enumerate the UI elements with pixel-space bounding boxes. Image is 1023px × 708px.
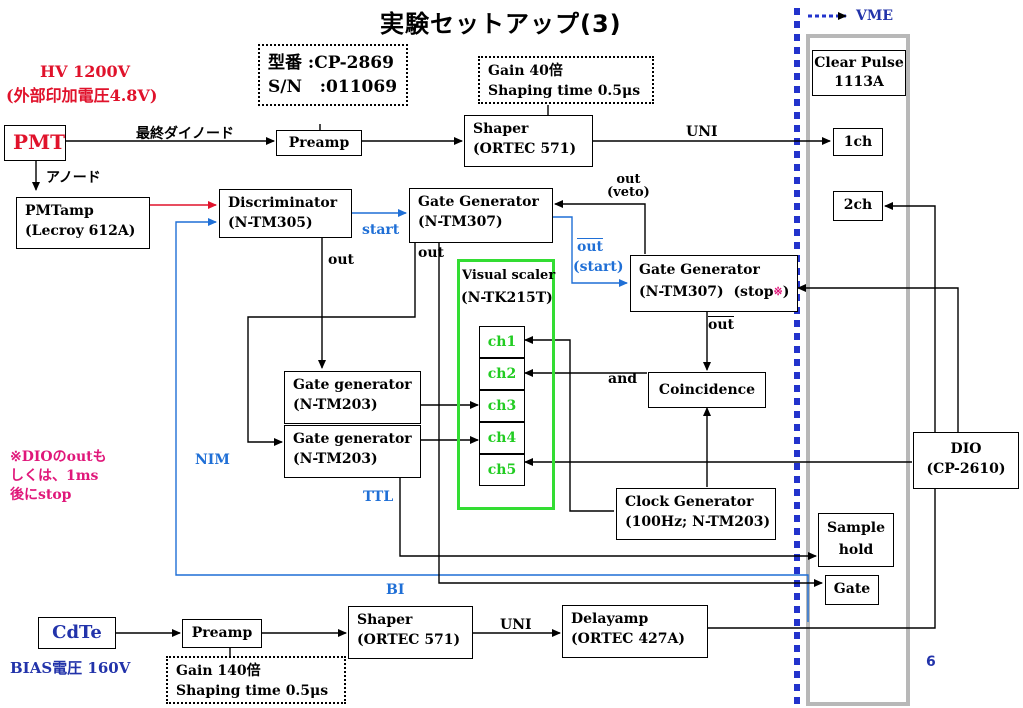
bi-label: BI <box>386 582 405 598</box>
dio-note-line2: しくは、1ms <box>10 468 99 484</box>
uni-bottom-label: UNI <box>500 617 532 633</box>
shaper-gain-note-bottom: Gain 140倍 Shaping time 0.5μs <box>166 656 346 704</box>
anode-label: アノード <box>46 170 101 186</box>
stop-close: ) <box>782 284 790 300</box>
gg203a-model: (N-TM203) <box>293 397 378 413</box>
delayamp-model: (ORTEC 427A) <box>571 631 686 647</box>
clear-pulse-module: Clear Pulse 1113A <box>812 50 906 96</box>
discriminator-box: Discriminator (N-TM305) <box>219 189 352 238</box>
hv-voltage: HV 1200V <box>40 62 131 81</box>
preamp-serial: S/N :011069 <box>268 77 398 97</box>
vme-crate-frame <box>806 34 910 706</box>
gg203b-name: Gate generator <box>293 431 412 447</box>
clock-model: (100Hz; N-TM203) <box>625 514 771 530</box>
scaler-ch2: ch2 <box>479 358 525 390</box>
gate-generator-307-a: Gate Generator (N-TM307) <box>409 188 553 243</box>
dio-stop-note: ※DIOのoutも しくは、1ms 後にstop <box>10 448 107 505</box>
dio-name: DIO <box>950 441 982 457</box>
out-start-label: out (start) <box>573 237 624 277</box>
preamp-top: Preamp <box>276 130 362 156</box>
out-start-line2: (start) <box>573 259 624 275</box>
gate-generator-203-b: Gate generator (N-TM203) <box>284 425 421 478</box>
hv-external: (外部印加電圧4.8V) <box>6 86 158 105</box>
cdte-box: CdTe <box>38 617 116 649</box>
delayamp-name: Delayamp <box>571 611 649 627</box>
pmtamp-name: PMTamp <box>25 203 94 219</box>
pmtamp-box: PMTamp (Lecroy 612A) <box>16 197 150 249</box>
page-title: 実験セットアップ(3) <box>380 10 622 38</box>
clock-name: Clock Generator <box>625 494 754 510</box>
ttl-label: TTL <box>363 489 394 505</box>
gg1-name: Gate Generator <box>418 194 539 210</box>
out-veto-line2: (veto) <box>607 185 650 200</box>
dio-box: DIO (CP-2610) <box>913 432 1019 489</box>
vme-1ch: 1ch <box>833 128 883 156</box>
scaler-ch1: ch1 <box>479 326 525 358</box>
scaler-ch5: ch5 <box>479 454 525 486</box>
shaping-top: Shaping time 0.5μs <box>488 83 641 99</box>
gg1-out-label: out <box>418 245 444 261</box>
shaper-bottom: Shaper (ORTEC 571) <box>348 606 473 659</box>
dio-note-line1: ※DIOのoutも <box>10 449 107 465</box>
gate-generator-203-a: Gate generator (N-TM203) <box>284 371 421 424</box>
stop-label: (stop <box>733 284 774 300</box>
last-dynode-label: 最終ダイノード <box>136 126 234 142</box>
preamp-bottom: Preamp <box>182 619 262 648</box>
dio-note-line3: 後にstop <box>10 487 72 503</box>
gate-module: Gate <box>825 575 879 605</box>
uni-top-label: UNI <box>686 124 718 140</box>
and-label: and <box>608 371 638 387</box>
coincidence-box: Coincidence <box>648 372 766 408</box>
out-veto-label: out (veto) <box>607 173 650 199</box>
clock-generator-box: Clock Generator (100Hz; N-TM203) <box>616 488 776 540</box>
disc-out-label: out <box>328 252 354 268</box>
vme-2ch: 2ch <box>833 191 883 221</box>
pmt-box: PMT <box>4 125 66 161</box>
gg1-model: (N-TM307) <box>418 214 503 230</box>
gain-bottom: Gain 140倍 <box>176 663 261 679</box>
shaper-top-name: Shaper <box>473 121 529 137</box>
discriminator-name: Discriminator <box>228 195 338 211</box>
nim-label: NIM <box>195 452 230 468</box>
pmtamp-model: (Lecroy 612A) <box>25 223 136 239</box>
gg2-out-bar-label: out <box>708 317 734 333</box>
out-veto-line1: out <box>616 172 641 187</box>
scaler-model: (N-TK215T) <box>461 290 553 306</box>
bias-voltage-label: BIAS電圧 160V <box>10 659 131 677</box>
shaper-bottom-name: Shaper <box>357 612 413 628</box>
page-number: 6 <box>926 654 936 670</box>
gain-top: Gain 40倍 <box>488 63 563 79</box>
shaper-gain-note-top: Gain 40倍 Shaping time 0.5μs <box>478 56 654 104</box>
start-label: start <box>362 222 400 238</box>
gate-generator-307-b: Gate Generator (N-TM307) (stop※) <box>630 255 798 312</box>
clear-pulse-name: Clear Pulse <box>814 55 904 71</box>
vme-label: VME <box>856 8 894 24</box>
out-start-line1: out <box>577 239 603 255</box>
shaper-top-model: (ORTEC 571) <box>473 141 577 157</box>
sample-hold-module: Sample hold <box>818 513 894 567</box>
shaping-bottom: Shaping time 0.5μs <box>176 683 329 699</box>
visual-scaler-frame <box>457 259 555 510</box>
shaper-bottom-model: (ORTEC 571) <box>357 632 461 648</box>
dio-model: (CP-2610) <box>926 461 1006 477</box>
scaler-ch4: ch4 <box>479 422 525 454</box>
preamp-spec-note: 型番 :CP-2869 S/N :011069 <box>258 44 408 106</box>
stop-note-mark: ※ <box>773 285 783 298</box>
gg203a-name: Gate generator <box>293 377 412 393</box>
gg2-name: Gate Generator <box>639 262 760 278</box>
scaler-title: Visual scaler <box>462 268 556 283</box>
preamp-model: 型番 :CP-2869 <box>268 53 394 73</box>
discriminator-model: (N-TM305) <box>228 215 313 231</box>
delayamp-box: Delayamp (ORTEC 427A) <box>562 605 708 658</box>
shaper-top: Shaper (ORTEC 571) <box>464 115 593 167</box>
sample-hold-line2: hold <box>838 542 874 558</box>
sample-hold-line1: Sample <box>826 520 885 536</box>
scaler-ch3: ch3 <box>479 390 525 422</box>
gg203b-model: (N-TM203) <box>293 451 378 467</box>
clear-pulse-model: 1113A <box>834 74 884 90</box>
gg2-model: (N-TM307) <box>639 284 724 300</box>
